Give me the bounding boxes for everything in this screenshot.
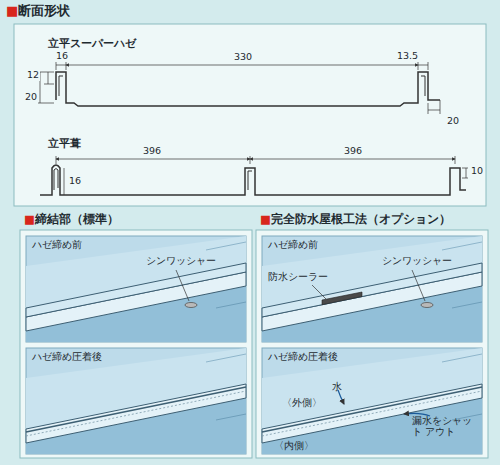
dimension-label: 396 — [343, 146, 363, 157]
illustration-box: ハゼ締め前防水シーラー シンワッシャー — [262, 236, 482, 342]
panel-heading: ■完全防水屋根工法（オプション） — [260, 213, 451, 226]
part-label: ハゼ締め前 — [32, 240, 82, 251]
illustration-box: ハゼ締め前シンワッシャー — [26, 236, 246, 342]
dimension-label: 20 — [446, 116, 460, 127]
dimension-label: 10 — [470, 166, 484, 177]
profile-name: 立平葺 — [48, 138, 81, 151]
dimension-label: 13.5 — [396, 51, 419, 62]
dimension-label: 16 — [55, 51, 69, 62]
part-label: ハゼ締め圧着後 — [32, 352, 102, 363]
waterproof-panel: ■完全防水屋根工法（オプション） ハゼ締め前防水シーラー シンワッシャーハゼ締め圧着… — [256, 212, 488, 458]
dimension-label: 16 — [68, 176, 82, 187]
part-label: 〈外側〉 — [282, 398, 322, 409]
part-label: ハゼ締め前 — [268, 240, 318, 251]
part-label: 防水シーラー — [268, 272, 328, 283]
dimension-label: 396 — [142, 146, 162, 157]
fastening-panel: ■締結部（標準） ハゼ締め前シンワッシャーハゼ締め圧着後 — [20, 212, 252, 458]
part-label: シンワッシャー — [382, 256, 452, 267]
part-label: 〈内側〉 — [274, 441, 314, 452]
dimension-label: 12 — [26, 70, 40, 81]
illustration-box: ハゼ締め圧着後〈外側〉水漏水をシャット アウト〈内側〉 — [262, 348, 482, 452]
part-label: 漏水をシャット アウト — [412, 416, 478, 438]
section-title: ■断面形状 — [6, 4, 70, 19]
dimension-label: 20 — [24, 92, 38, 103]
part-label: ハゼ締め圧着後 — [268, 352, 338, 363]
profile-name: 立平スーパーハゼ — [48, 38, 136, 51]
illustration-box: ハゼ締め圧着後 — [26, 348, 246, 452]
part-label: シンワッシャー — [146, 256, 216, 267]
panel-heading: ■締結部（標準） — [24, 213, 119, 226]
dimension-label: 330 — [233, 52, 253, 63]
part-label: 水 — [332, 382, 342, 393]
